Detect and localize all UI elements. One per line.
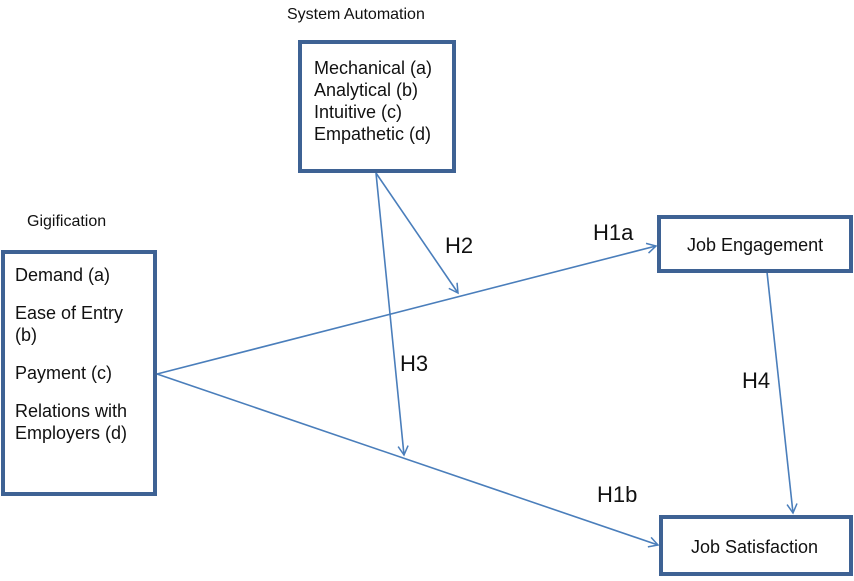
arrow-h1a [156,242,658,375]
gigification-box: Demand (a) Ease of Entry (b) Payment (c)… [1,250,157,496]
job-satisfaction-label: Job Satisfaction [691,537,819,557]
arrow-h3 [375,172,409,457]
moderator-item: Empathetic (d) [314,124,432,144]
moderator-item: Analytical (b) [314,80,419,100]
job-engagement-label: Job Engagement [687,235,824,255]
moderator-item: Mechanical (a) [314,58,433,78]
hypothesis-label-h1b: H1b [597,482,638,507]
independent-item: Ease of Entry (b) [15,303,124,345]
independent-title: Gigification [27,213,107,230]
hypothesis-label-h3: H3 [400,351,429,376]
hypothesis-label-h4: H4 [742,368,771,393]
job-engagement-box: Job Engagement [657,215,853,273]
hypothesis-label-h1a: H1a [593,220,634,245]
arrow-h1b [156,373,660,548]
arrow-h4 [766,271,798,515]
moderator-item: Intuitive (c) [314,102,403,122]
moderator-title: System Automation [287,6,425,23]
independent-item: Relations with Employers (d) [15,401,128,443]
independent-item: Payment (c) [15,363,113,383]
job-satisfaction-box: Job Satisfaction [659,515,853,576]
hypothesis-label-h2: H2 [445,233,474,258]
system-automation-box: Mechanical (a) Analytical (b) Intuitive … [298,40,456,173]
independent-item: Demand (a) [15,265,111,285]
arrow-h2 [375,172,459,295]
